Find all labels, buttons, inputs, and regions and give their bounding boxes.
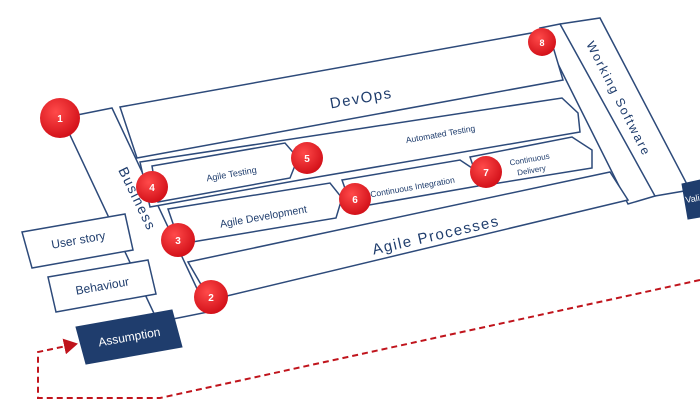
feedback-loop-arrow	[37, 279, 700, 399]
behaviour-box	[47, 259, 157, 313]
marker-8-number: 8	[539, 38, 544, 48]
marker-3-number: 3	[175, 236, 181, 247]
marker-4: 4	[136, 171, 168, 203]
marker-5-number: 5	[304, 154, 310, 165]
marker-6: 6	[339, 183, 371, 215]
devops-band	[119, 29, 564, 159]
marker-5: 5	[291, 142, 323, 174]
marker-2-number: 2	[208, 293, 214, 304]
assumption-box	[75, 309, 183, 365]
marker-6-number: 6	[352, 195, 358, 206]
marker-7: 7	[470, 156, 502, 188]
marker-4-number: 4	[149, 183, 155, 194]
outer-right-edge	[559, 17, 692, 197]
marker-1: 1	[40, 98, 80, 138]
validation-label: Vali	[685, 193, 700, 205]
validation-box	[681, 179, 700, 220]
marker-7-number: 7	[483, 168, 489, 179]
marker-8: 8	[528, 28, 556, 56]
user-story-box	[21, 213, 134, 269]
marker-2: 2	[194, 280, 228, 314]
marker-1-number: 1	[57, 114, 63, 125]
marker-3: 3	[161, 223, 195, 257]
